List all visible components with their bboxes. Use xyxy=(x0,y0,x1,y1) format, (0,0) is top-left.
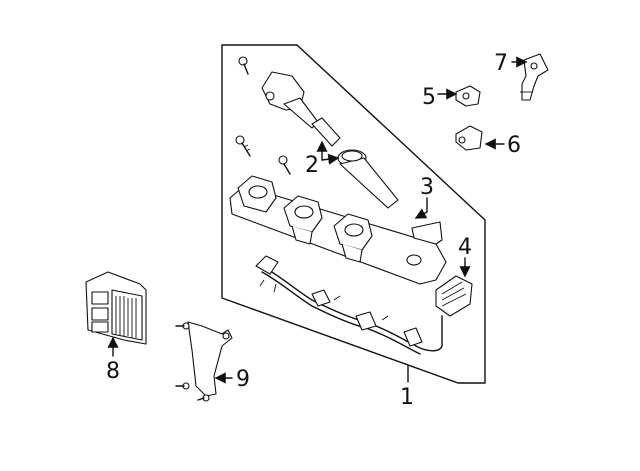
bolt-left xyxy=(235,135,251,157)
wiring-harness xyxy=(255,255,443,355)
callout-8: 8 xyxy=(106,359,120,384)
callout-2: 2 xyxy=(305,153,319,178)
sensor-7 xyxy=(520,53,549,101)
callout-7: 7 xyxy=(494,51,508,76)
callout-4: 4 xyxy=(458,235,472,260)
module-bracket xyxy=(175,321,233,402)
coil-pack-2 xyxy=(283,195,323,245)
coil-pack-3 xyxy=(333,213,373,263)
coil-boot xyxy=(337,149,399,209)
coil-rail xyxy=(229,175,447,285)
callout-5: 5 xyxy=(422,85,436,110)
assembly-panel-outline xyxy=(221,44,486,384)
callout-3: 3 xyxy=(420,175,434,200)
callout-9: 9 xyxy=(236,367,250,392)
sensor-6 xyxy=(455,125,483,151)
coil-pack-1 xyxy=(237,175,277,213)
sensor-5 xyxy=(455,85,481,107)
control-module xyxy=(85,271,147,345)
harness-connector xyxy=(435,275,473,317)
leader-lines xyxy=(107,56,528,384)
ignition-coil xyxy=(261,71,341,147)
callout-6: 6 xyxy=(507,133,521,158)
bolt-top xyxy=(238,56,249,75)
bolt-center xyxy=(278,155,291,175)
callout-1: 1 xyxy=(400,385,414,410)
